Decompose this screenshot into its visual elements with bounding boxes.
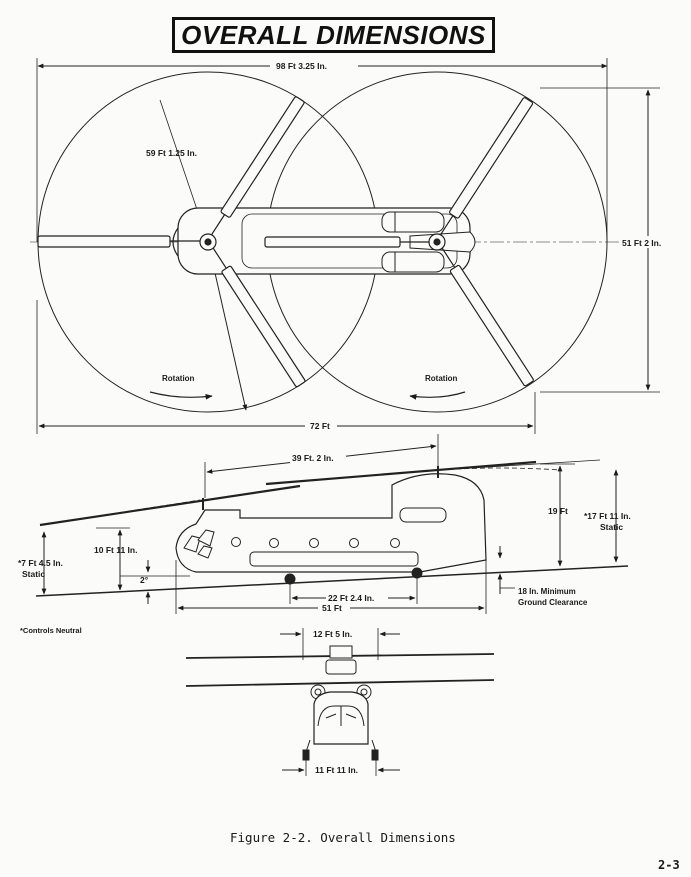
forward-landing-gear <box>284 573 296 585</box>
rotation-label-right: Rotation <box>425 374 458 383</box>
fuselage-length-label: 51 Ft <box>322 603 342 613</box>
controls-note: *Controls Neutral <box>20 626 82 635</box>
clearance-label-line1: 18 In. Minimum <box>518 587 576 596</box>
overall-width-label: 51 Ft 2 In. <box>622 238 661 248</box>
aft-static-label: Static <box>600 522 623 532</box>
forward-rotor-blades <box>37 96 306 388</box>
angle-label: 2° <box>140 575 149 585</box>
engine-right-top <box>381 251 445 273</box>
rotor-span-label: 72 Ft <box>310 421 330 431</box>
aft-landing-gear <box>411 567 423 579</box>
aft-rotor-blades <box>264 97 534 387</box>
figure-caption: Figure 2-2. Overall Dimensions <box>230 830 456 845</box>
rotation-label-left: Rotation <box>162 374 195 383</box>
ground-line <box>35 565 629 597</box>
fwd-static-label: Static <box>22 569 45 579</box>
wheelbase-label: 22 Ft 2.4 In. <box>328 593 374 603</box>
aft-height-label: 19 Ft <box>548 506 568 516</box>
page-number: 2-3 <box>658 858 680 872</box>
rotation-arrow-left <box>149 391 213 400</box>
engine-side <box>399 507 447 523</box>
front-bottom-width-label: 11 Ft 11 In. <box>315 765 358 775</box>
clearance-label-line2: Ground Clearance <box>518 598 588 607</box>
aft-static-height-label: *17 Ft 11 In. <box>584 511 631 521</box>
fuselage-side <box>175 473 487 573</box>
title-box: OVERALL DIMENSIONS <box>172 17 495 53</box>
front-top-width-label: 12 Ft 5 In. <box>313 629 352 639</box>
hub-spacing-label: 39 Ft. 2 In. <box>292 453 334 463</box>
fwd-static-height-label: *7 Ft 4.5 In. <box>18 558 63 568</box>
rotation-arrow-right <box>409 391 466 400</box>
page-title: OVERALL DIMENSIONS <box>181 19 486 50</box>
overall-length-label: 98 Ft 3.25 In. <box>276 61 327 71</box>
engine-left-top <box>381 211 445 233</box>
rotor-radius-label: 59 Ft 1.25 In. <box>146 148 197 158</box>
fwd-height-label: 10 Ft 11 In. <box>94 545 137 555</box>
front-view <box>185 628 495 776</box>
top-view <box>30 58 660 434</box>
